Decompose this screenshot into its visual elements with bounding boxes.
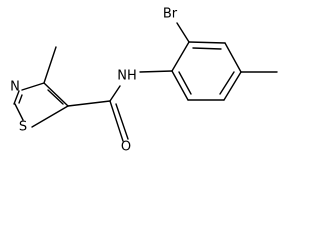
bond-c2-n3: [13, 90, 20, 105]
bond-c4-c5-inner: [47, 89, 64, 105]
bond-ar-c2-c3-inner: [192, 47, 222, 50]
bond-ar-c6-c1: [171, 70, 189, 101]
bond-c5-s: [31, 105, 69, 128]
bromine-label: Br: [163, 7, 178, 22]
amide-nitrogen-label: NH: [117, 69, 137, 84]
carbonyl-oxygen-label: O: [121, 140, 131, 155]
bond-ar-c2-c3: [188, 41, 226, 44]
benzene-ring: [171, 41, 242, 101]
bond-carbonyl-o-inner: [115, 103, 129, 140]
sulfur-label: S: [19, 120, 27, 135]
bond-c4-c5: [43, 82, 69, 107]
bond-c2-n3-inner: [18, 94, 23, 104]
amide-group: [67, 70, 173, 142]
thiazole-nitrogen-label: N: [10, 80, 20, 95]
bond-thiazole-methyl: [43, 46, 57, 84]
bond-nh-aryl: [139, 70, 173, 73]
bond-ar-c3-c4: [224, 42, 242, 73]
bond-ar-c1-c2: [171, 41, 190, 72]
bond-carbonyl-nh: [109, 85, 121, 102]
thiazole-ring: [13, 82, 69, 128]
bond-ar-c6-c1-inner: [178, 71, 192, 95]
chemical-structure-diagram: S N NH O Br: [10, 7, 278, 155]
bond-aryl-br: [176, 22, 190, 43]
bond-ar-c4-c5-inner: [219, 71, 235, 95]
bond-n3-c4: [21, 82, 45, 91]
bond-s-c2: [14, 103, 24, 121]
bond-ar-c4-c5: [223, 71, 242, 101]
bond-carbonyl-o: [109, 100, 124, 142]
bond-c5-carbonyl: [67, 100, 111, 107]
